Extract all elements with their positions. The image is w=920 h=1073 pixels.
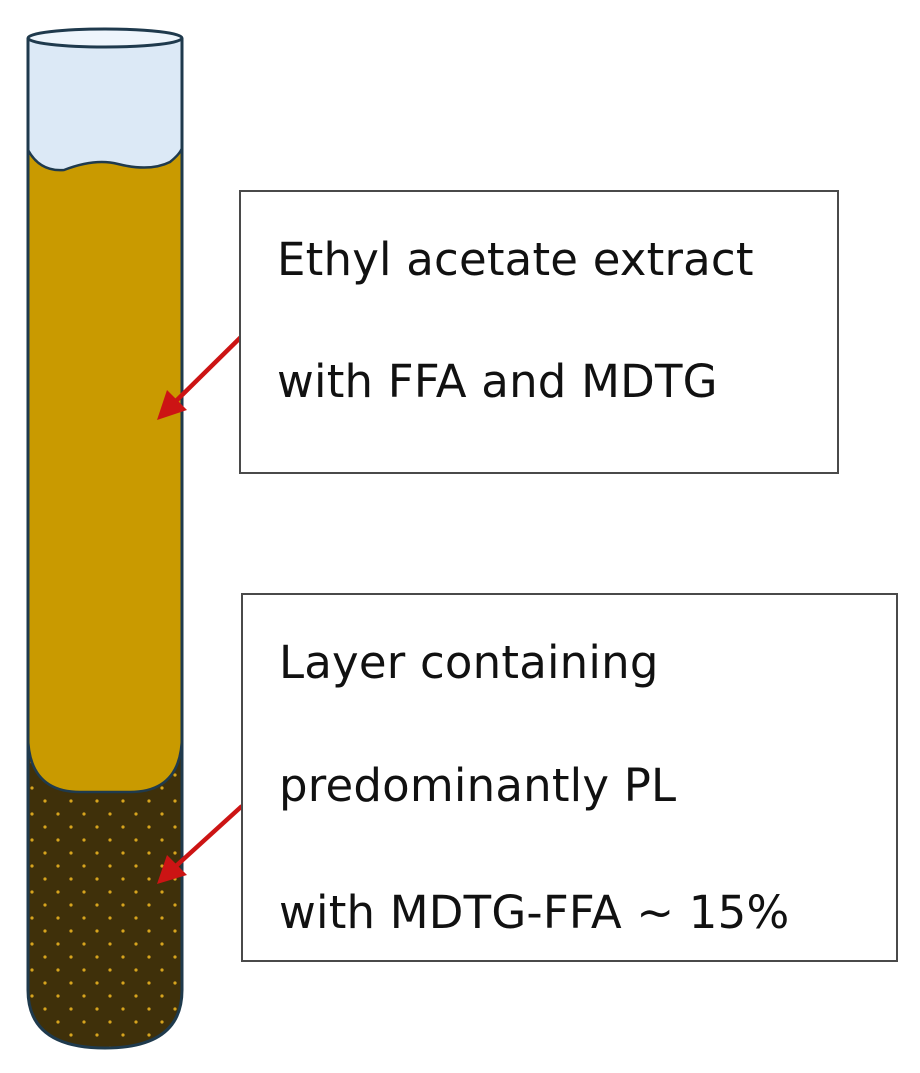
sediment-label-line-3: with MDTG-FFA ~ 15% [279,886,790,939]
sediment-label-line-2: predominantly PL [279,759,677,812]
arrow-to-extract [157,334,244,420]
tube-outline [26,38,184,1050]
ethyl-acetate-extract-layer [28,147,182,794]
sediment-label-line-1: Layer containing [279,636,659,689]
extract-label-line-1: Ethyl acetate extract [277,233,754,286]
extract-label-box: Ethyl acetate extract with FFA and MDTG [239,190,839,474]
arrow-head [157,390,187,420]
arrow-to-sediment [157,804,244,884]
arrow-head [157,855,187,884]
tube-rim [26,27,184,49]
sediment-label-box: Layer containing predominantly PL with M… [241,593,898,962]
extract-label-line-2: with FFA and MDTG [277,355,718,408]
